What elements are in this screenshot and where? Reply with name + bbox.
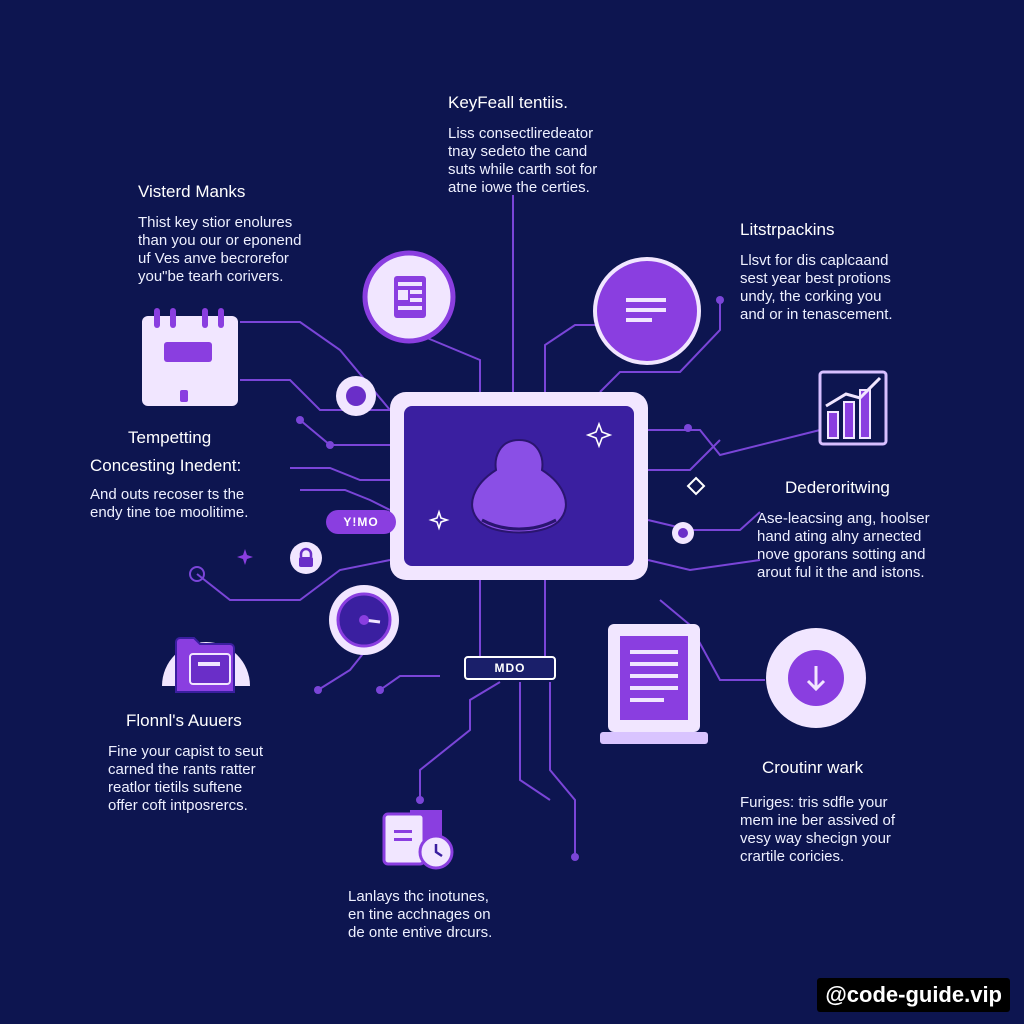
text-block-lists: Litstrpackins Llsvt for dis caplcaand se… — [740, 220, 893, 323]
tag-left[interactable]: Y!MO — [326, 510, 396, 534]
tag-center[interactable]: MDO — [464, 656, 556, 680]
block-title: Dederoritwing — [785, 478, 890, 497]
text-block-top: KeyFeall tentiis. Liss consectliredeator… — [448, 93, 598, 196]
document-icon[interactable] — [362, 250, 456, 344]
diamond-icon — [686, 476, 706, 496]
sparkle-icon — [585, 421, 613, 449]
watermark: @code-guide.vip — [817, 978, 1010, 1012]
text-lines-icon[interactable] — [592, 256, 702, 366]
block-title: Flonnl's Auuers — [126, 711, 242, 730]
download-icon[interactable] — [764, 626, 868, 730]
calendar-icon[interactable] — [140, 306, 240, 408]
hub-screen — [404, 406, 634, 566]
text-block-deder: Dederoritwing Ase-leacsing ang, hoolser … — [757, 478, 930, 581]
lock-icon[interactable] — [288, 540, 324, 576]
target-icon[interactable] — [332, 372, 380, 420]
text-block-tempting: Tempetting Concesting Inedent: And outs … — [90, 428, 249, 521]
block-title: Croutinr wark — [762, 758, 864, 777]
clipboard-clock-icon[interactable] — [380, 800, 460, 870]
block-subtitle: Concesting Inedent: — [90, 456, 242, 475]
block-title: Tempetting — [128, 428, 212, 447]
text-block-bottom: Lanlays thc inotunes, en tine acchnages … — [348, 888, 493, 941]
text-block-croutin: Croutinr wark Furiges: tris sdfle your m… — [740, 758, 896, 865]
central-hub[interactable] — [390, 392, 648, 580]
block-title: Litstrpackins — [740, 220, 835, 239]
text-block-flonn: Flonnl's Auuers Fine your capist to seut… — [108, 711, 264, 814]
dot-icon — [672, 522, 694, 544]
tablet-icon[interactable] — [600, 620, 708, 748]
bar-chart-icon[interactable] — [816, 368, 890, 448]
text-block-visited: Visterd Manks Thist key stior enolures t… — [138, 182, 302, 285]
block-title: Visterd Manks — [138, 182, 246, 201]
gauge-icon[interactable] — [326, 582, 402, 658]
block-title: KeyFeall tentiis. — [448, 93, 568, 112]
folders-icon[interactable] — [156, 606, 256, 696]
pear-shape-icon — [428, 421, 613, 534]
sparkle-small-icon — [237, 549, 253, 565]
